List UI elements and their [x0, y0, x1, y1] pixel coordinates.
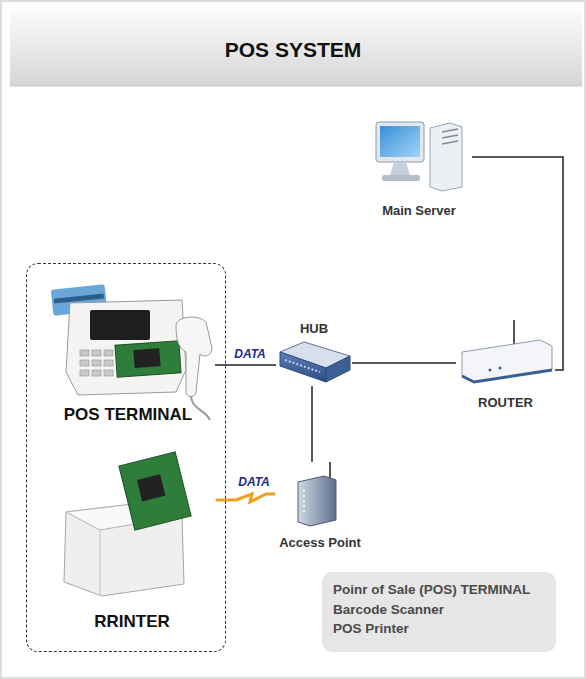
router-antenna	[513, 320, 515, 346]
diagram-title: POS SYSTEM	[0, 38, 586, 62]
key	[104, 350, 113, 356]
printer-node: RRINTER	[47, 452, 217, 634]
monitor-frame	[376, 122, 424, 162]
node-label: RRINTER	[94, 612, 170, 632]
terminal-screen	[90, 310, 150, 340]
hub-side	[326, 356, 350, 382]
edge-label: DATA	[238, 475, 270, 489]
chip	[133, 348, 160, 368]
chip	[137, 474, 166, 501]
key	[80, 350, 89, 356]
node-label: Access Point	[279, 535, 361, 550]
barcode-scanner	[176, 317, 212, 396]
access-point-body	[298, 476, 336, 526]
edge-label: DATA	[234, 347, 266, 361]
scanner-cable	[191, 396, 210, 420]
printer-edge	[100, 530, 101, 596]
keyboard	[382, 175, 420, 181]
key	[80, 370, 89, 376]
network-link	[472, 157, 563, 370]
monitor-screen	[380, 126, 420, 157]
router-body	[462, 340, 552, 382]
note-line: POS Printer	[333, 619, 409, 639]
router-led	[499, 367, 502, 370]
circuit-board	[119, 452, 191, 530]
key	[92, 350, 101, 356]
node-label: HUB	[300, 321, 328, 336]
node-label: POS TERMINAL	[64, 405, 192, 425]
server-tower	[430, 123, 462, 191]
router-stripe	[462, 370, 552, 382]
key	[80, 360, 89, 366]
drive-bays	[442, 129, 458, 144]
access-point-node: Access Point	[274, 462, 366, 550]
hub-node: HUB	[276, 318, 352, 386]
network-link	[311, 386, 313, 462]
circuit-board	[115, 341, 181, 377]
network-link	[352, 362, 456, 364]
key	[92, 360, 101, 366]
device-group: POS TERMINAL RRINTER	[26, 263, 226, 652]
terminal-body	[66, 300, 186, 395]
server-node: Main Server	[366, 116, 472, 218]
node-label: Main Server	[382, 203, 456, 218]
pos-terminal-node: POS TERMINAL	[41, 286, 215, 426]
key	[104, 360, 113, 366]
data-link	[215, 364, 276, 366]
monitor-stand	[390, 162, 410, 175]
band-edge	[10, 86, 582, 87]
hub-ports	[285, 360, 320, 372]
router-led	[489, 369, 492, 372]
hub-front	[280, 352, 326, 382]
note-box: Poinr of Sale (POS) TERMINALBarcode Scan…	[322, 572, 556, 652]
ap-leds	[303, 490, 305, 512]
key	[92, 370, 101, 376]
key	[104, 370, 113, 376]
router-node: ROUTER	[456, 314, 555, 410]
note-line: Barcode Scanner	[333, 600, 444, 620]
keypad	[80, 350, 113, 376]
node-label: ROUTER	[478, 395, 533, 410]
note-line: Poinr of Sale (POS) TERMINAL	[333, 580, 530, 600]
